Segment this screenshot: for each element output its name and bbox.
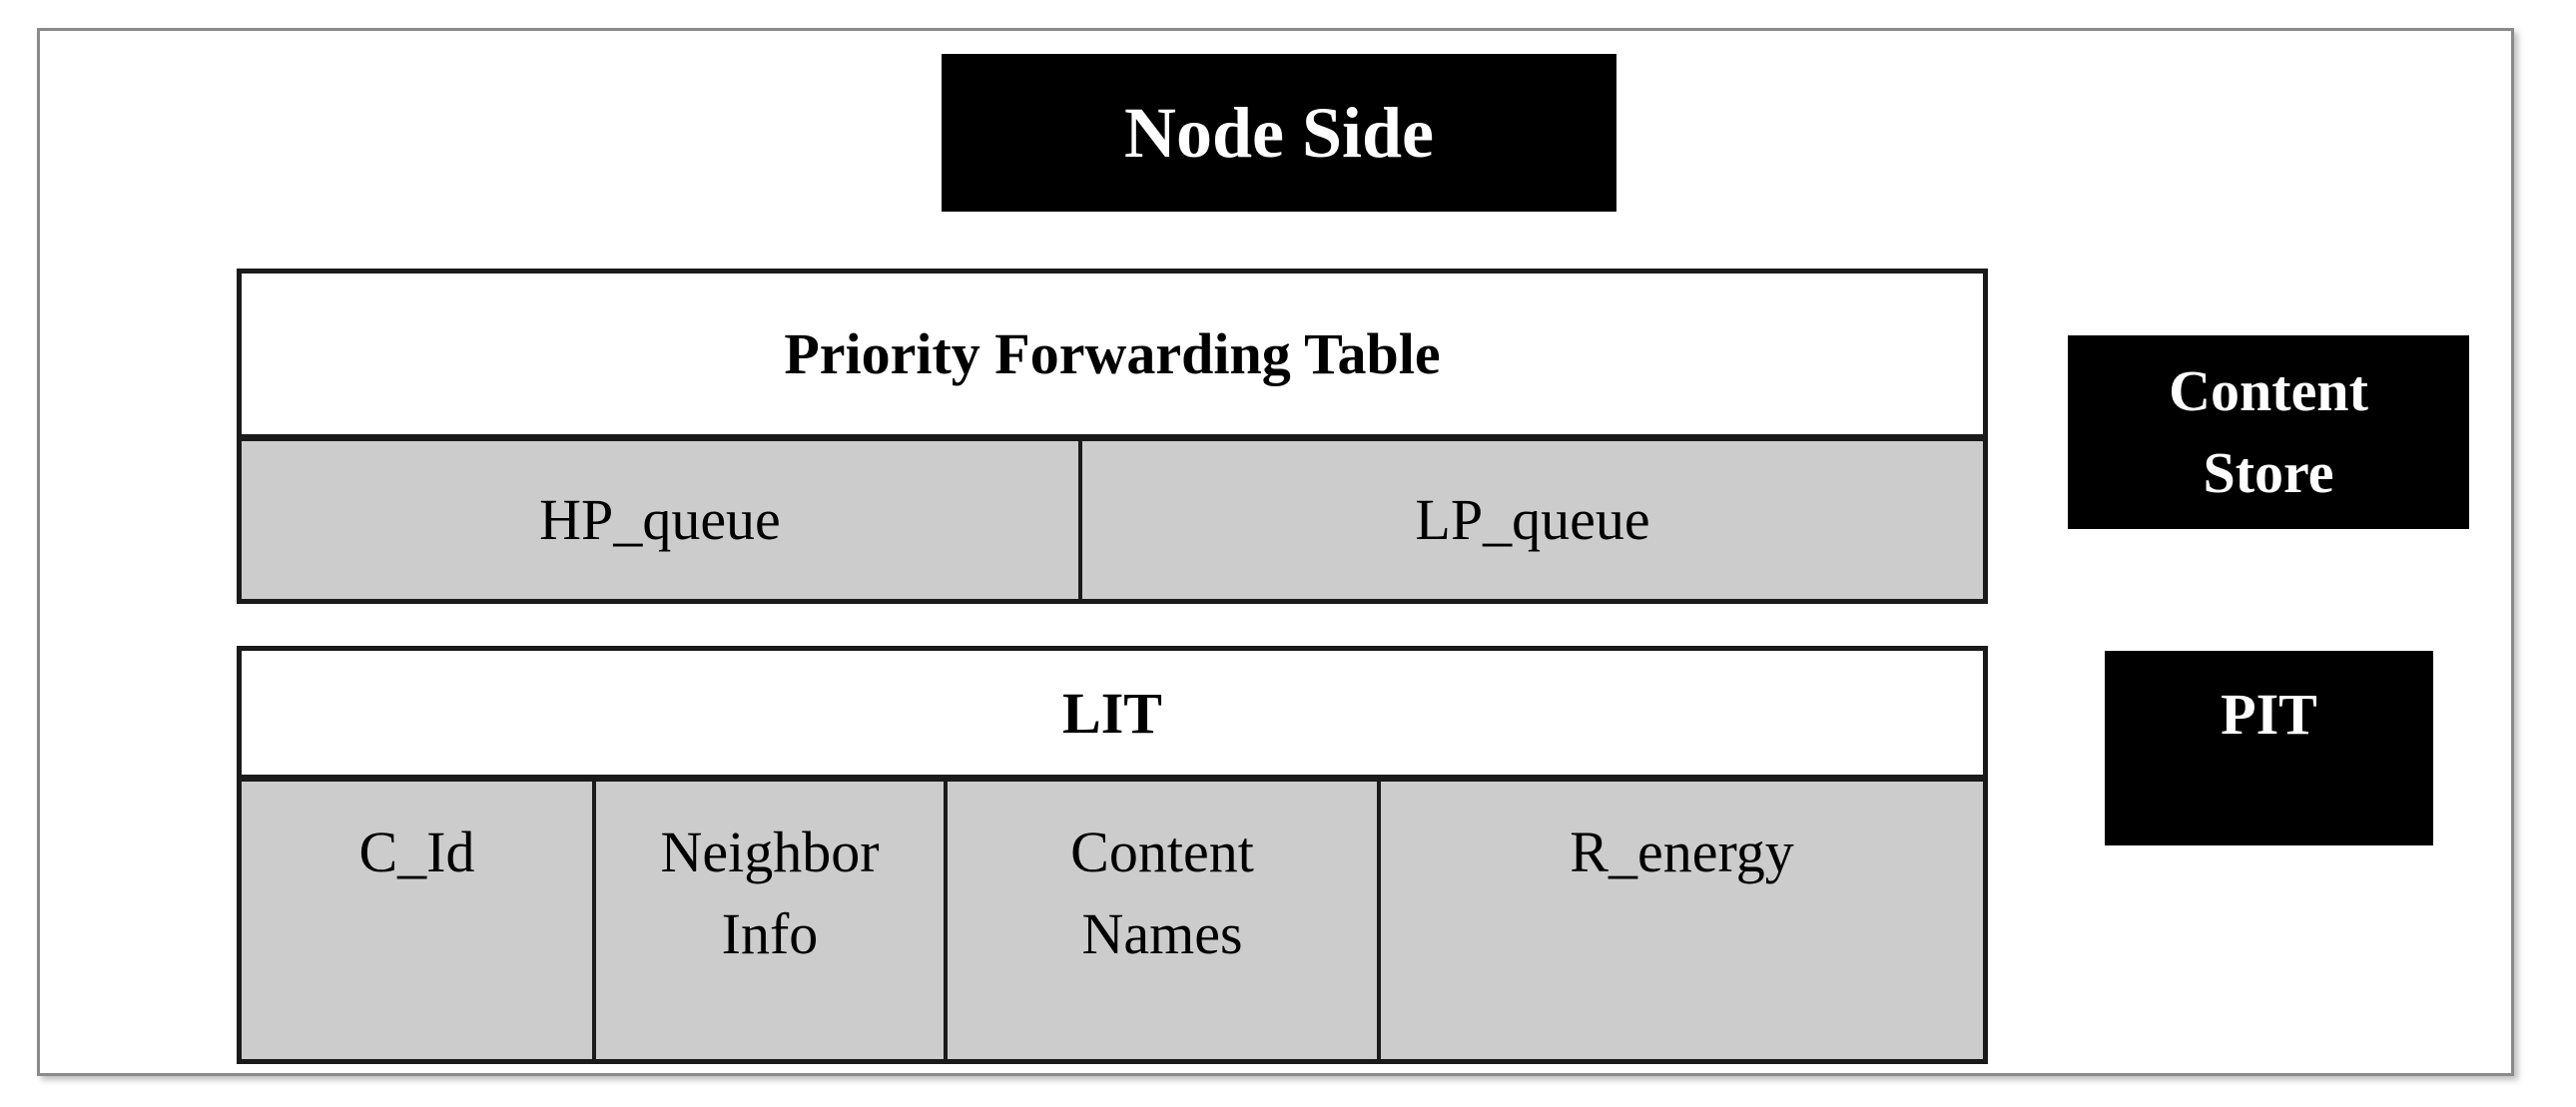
pit-box: PIT	[2105, 651, 2433, 845]
hp-queue-cell: HP_queue	[242, 441, 1078, 599]
neighbor-info-cell: Neighbor Info	[592, 782, 944, 1059]
priority-forwarding-table-cells: HP_queue LP_queue	[242, 441, 1983, 599]
r-energy-cell: R_energy	[1377, 782, 1983, 1059]
content-store-box: Content Store	[2068, 335, 2469, 529]
content-names-cell: Content Names	[944, 782, 1377, 1059]
node-side-title: Node Side	[942, 54, 1616, 212]
lit-table-cells: C_Id Neighbor Info Content Names R_energ…	[242, 782, 1983, 1059]
lp-queue-cell: LP_queue	[1078, 441, 1983, 599]
diagram-frame: Node Side Priority Forwarding Table HP_q…	[37, 28, 2514, 1076]
priority-forwarding-table-header: Priority Forwarding Table	[242, 274, 1983, 441]
lit-table: LIT C_Id Neighbor Info Content Names R_e…	[237, 646, 1988, 1064]
priority-forwarding-table: Priority Forwarding Table HP_queue LP_qu…	[237, 269, 1988, 604]
c-id-cell: C_Id	[242, 782, 592, 1059]
lit-table-header: LIT	[242, 651, 1983, 782]
